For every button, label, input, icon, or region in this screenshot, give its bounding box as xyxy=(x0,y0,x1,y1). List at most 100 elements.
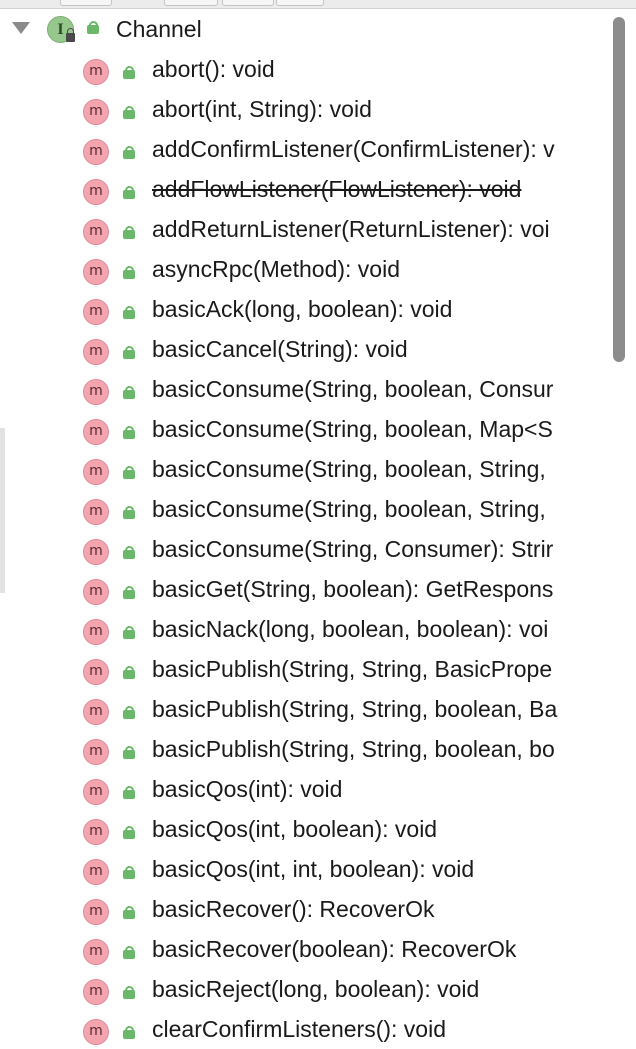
method-icon: m xyxy=(83,899,109,925)
method-icon: m xyxy=(83,299,109,325)
method-icon: m xyxy=(83,419,109,445)
toolbar-button[interactable] xyxy=(222,0,274,6)
method-icon: m xyxy=(83,1019,109,1045)
method-icon: m xyxy=(83,979,109,1005)
method-icon: m xyxy=(83,379,109,405)
method-item[interactable]: m addConfirmListener(ConfirmListener): v xyxy=(0,129,636,169)
public-lock-icon xyxy=(123,466,136,479)
public-lock-icon xyxy=(123,66,136,79)
toolbar-button[interactable] xyxy=(60,0,112,6)
method-label: basicCancel(String): void xyxy=(152,336,408,362)
method-item[interactable]: m clearConfirmListeners(): void xyxy=(0,1009,636,1049)
splitter-edge[interactable] xyxy=(0,428,5,593)
method-icon: m xyxy=(83,579,109,605)
public-lock-icon xyxy=(123,386,136,399)
method-label: basicNack(long, boolean, boolean): voi xyxy=(152,616,549,642)
method-label: basicRecover(): RecoverOk xyxy=(152,896,435,922)
method-icon: m xyxy=(83,459,109,485)
public-lock-icon xyxy=(123,866,136,879)
method-label: asyncRpc(Method): void xyxy=(152,256,400,282)
method-item[interactable]: m basicRecover(boolean): RecoverOk xyxy=(0,929,636,969)
toolbar-strip xyxy=(0,0,636,9)
method-icon: m xyxy=(83,339,109,365)
method-label: basicPublish(String, String, boolean, Ba xyxy=(152,696,558,722)
method-icon: m xyxy=(83,859,109,885)
public-lock-icon xyxy=(123,786,136,799)
method-label: basicPublish(String, String, BasicPrope xyxy=(152,656,553,682)
public-lock-icon xyxy=(123,506,136,519)
method-label: basicConsume(String, boolean, String, xyxy=(152,456,546,482)
method-label: clearConfirmListeners(): void xyxy=(152,1016,446,1042)
method-label: basicConsume(String, boolean, Consur xyxy=(152,376,554,402)
public-lock-icon xyxy=(123,1026,136,1039)
method-item[interactable]: m basicGet(String, boolean): GetRespons xyxy=(0,569,636,609)
vertical-scrollbar[interactable] xyxy=(613,17,625,362)
method-label: addConfirmListener(ConfirmListener): v xyxy=(152,136,555,162)
interface-icon: I xyxy=(47,16,75,43)
public-lock-icon xyxy=(123,306,136,319)
public-lock-icon xyxy=(123,986,136,999)
method-item[interactable]: m basicPublish(String, String, boolean, b… xyxy=(0,729,636,769)
method-item[interactable]: m basicConsume(String, boolean, Map<S xyxy=(0,409,636,449)
public-lock-icon xyxy=(123,226,136,239)
method-icon: m xyxy=(83,939,109,965)
method-item[interactable]: m basicRecover(): RecoverOk xyxy=(0,889,636,929)
method-icon: m xyxy=(83,619,109,645)
method-label: basicConsume(String, boolean, String, xyxy=(152,496,546,522)
method-item[interactable]: m basicCancel(String): void xyxy=(0,329,636,369)
public-lock-icon xyxy=(123,946,136,959)
method-item[interactable]: m basicConsume(String, boolean, String, xyxy=(0,489,636,529)
public-lock-icon xyxy=(123,266,136,279)
method-icon: m xyxy=(83,499,109,525)
method-label: basicConsume(String, Consumer): Strir xyxy=(152,536,554,562)
tree-root-node[interactable]: I Channel xyxy=(0,9,636,49)
public-lock-icon xyxy=(123,746,136,759)
method-label: basicQos(int, int, boolean): void xyxy=(152,856,475,882)
method-icon: m xyxy=(83,779,109,805)
public-lock-icon xyxy=(123,106,136,119)
method-item[interactable]: m basicConsume(String, boolean, String, xyxy=(0,449,636,489)
method-item[interactable]: m basicConsume(String, boolean, Consur xyxy=(0,369,636,409)
method-label: basicRecover(boolean): RecoverOk xyxy=(152,936,517,962)
method-label: addReturnListener(ReturnListener): voi xyxy=(152,216,550,242)
public-lock-icon xyxy=(123,706,136,719)
public-lock-icon xyxy=(123,546,136,559)
method-item[interactable]: m abort(int, String): void xyxy=(0,89,636,129)
method-item[interactable]: m basicConsume(String, Consumer): Strir xyxy=(0,529,636,569)
public-lock-icon xyxy=(123,186,136,199)
method-item[interactable]: m basicNack(long, boolean, boolean): voi xyxy=(0,609,636,649)
public-lock-icon xyxy=(123,346,136,359)
public-lock-icon xyxy=(123,426,136,439)
public-lock-icon xyxy=(123,666,136,679)
public-lock-icon xyxy=(123,626,136,639)
method-icon: m xyxy=(83,539,109,565)
toolbar-button[interactable] xyxy=(164,0,218,6)
method-icon: m xyxy=(83,59,109,85)
triangle-down-icon[interactable] xyxy=(12,22,30,34)
method-icon: m xyxy=(83,739,109,765)
method-icon: m xyxy=(83,99,109,125)
toolbar-button[interactable] xyxy=(276,0,324,6)
public-lock-icon xyxy=(123,586,136,599)
method-label: basicReject(long, boolean): void xyxy=(152,976,480,1002)
method-label: basicConsume(String, boolean, Map<S xyxy=(152,416,553,442)
method-label: abort(int, String): void xyxy=(152,96,372,122)
method-label: basicQos(int, boolean): void xyxy=(152,816,438,842)
method-item[interactable]: m basicReject(long, boolean): void xyxy=(0,969,636,1009)
method-label: basicGet(String, boolean): GetRespons xyxy=(152,576,554,602)
method-icon: m xyxy=(83,139,109,165)
public-lock-icon xyxy=(123,906,136,919)
public-lock-icon xyxy=(87,21,100,34)
method-label: basicPublish(String, String, boolean, bo xyxy=(152,736,555,762)
method-item[interactable]: m basicQos(int, int, boolean): void xyxy=(0,849,636,889)
method-icon: m xyxy=(83,179,109,205)
